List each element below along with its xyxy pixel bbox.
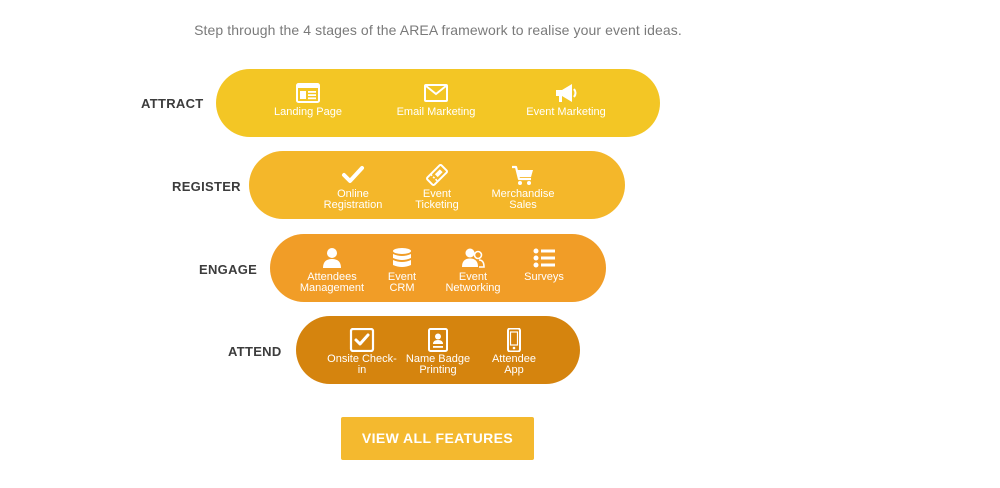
feature-label: Attendees Management xyxy=(299,271,365,294)
feature-surveys[interactable]: Surveys xyxy=(496,246,592,283)
stage-band-attract: Landing Page Email Marketing Event Marke… xyxy=(216,69,660,137)
feature-label: Name Badge Printing xyxy=(405,353,471,376)
feature-label: Surveys xyxy=(524,271,564,283)
feature-attendees-management[interactable]: Attendees Management xyxy=(284,246,380,294)
feature-merchandise-sales[interactable]: Merchandise Sales xyxy=(475,163,571,211)
feature-email-marketing[interactable]: Email Marketing xyxy=(388,81,484,118)
stage-band-attend: Onsite Check- in Name Badge Printing Att… xyxy=(296,316,580,384)
checkbox-icon xyxy=(349,328,375,352)
stage-label-attend: ATTEND xyxy=(228,344,282,359)
feature-label: Event Ticketing xyxy=(415,188,459,211)
badge-icon xyxy=(425,328,451,352)
feature-label: Online Registration xyxy=(323,188,383,211)
feature-label: Merchandise Sales xyxy=(491,188,555,211)
feature-online-registration[interactable]: Online Registration xyxy=(305,163,401,211)
users-icon xyxy=(460,246,486,270)
feature-event-crm[interactable]: Event CRM xyxy=(354,246,450,294)
feature-label: Event Marketing xyxy=(526,106,606,118)
feature-attendee-app[interactable]: Attendee App xyxy=(466,328,562,376)
intro-text: Step through the 4 stages of the AREA fr… xyxy=(194,22,682,38)
list-icon xyxy=(531,246,557,270)
landing-page-icon xyxy=(295,81,321,105)
ticket-icon xyxy=(424,163,450,187)
feature-label: Attendee App xyxy=(491,353,537,376)
stage-band-engage: Attendees Management Event CRM Event Net… xyxy=(270,234,606,302)
stage-band-register: Online Registration Event Ticketing Merc… xyxy=(249,151,625,219)
envelope-icon xyxy=(423,81,449,105)
feature-label: Onsite Check- in xyxy=(327,353,397,376)
stage-label-register: REGISTER xyxy=(172,179,241,194)
feature-event-ticketing[interactable]: Event Ticketing xyxy=(389,163,485,211)
feature-event-marketing[interactable]: Event Marketing xyxy=(518,81,614,118)
stage-label-engage: ENGAGE xyxy=(199,262,258,277)
view-all-features-button[interactable]: VIEW ALL FEATURES xyxy=(341,417,534,460)
feature-landing-page[interactable]: Landing Page xyxy=(260,81,356,118)
feature-event-networking[interactable]: Event Networking xyxy=(425,246,521,294)
feature-label: Event Networking xyxy=(445,271,501,294)
checkmark-icon xyxy=(340,163,366,187)
megaphone-icon xyxy=(553,81,579,105)
mobile-phone-icon xyxy=(501,328,527,352)
feature-label: Email Marketing xyxy=(396,106,476,118)
shopping-cart-icon xyxy=(510,163,536,187)
database-icon xyxy=(389,246,415,270)
feature-label: Landing Page xyxy=(274,106,342,118)
feature-name-badge-printing[interactable]: Name Badge Printing xyxy=(390,328,486,376)
stage-label-attract: ATTRACT xyxy=(141,96,204,111)
feature-onsite-check-in[interactable]: Onsite Check- in xyxy=(314,328,410,376)
feature-label: Event CRM xyxy=(387,271,417,294)
user-icon xyxy=(319,246,345,270)
